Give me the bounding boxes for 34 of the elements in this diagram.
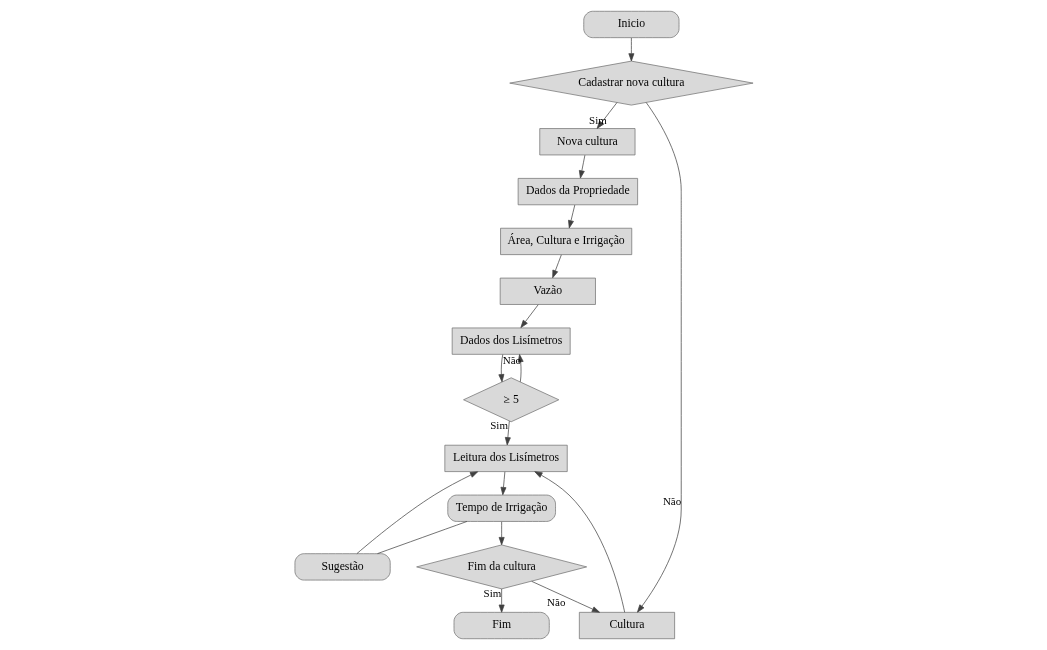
node-box: Tempo de Irrigação xyxy=(446,494,556,522)
arrow xyxy=(504,420,511,446)
node-box: Leitura dos Lisímetros xyxy=(443,444,568,472)
node-diamond: Cadastrar nova cultura xyxy=(508,60,753,106)
node-box: Dados dos Lisímetros xyxy=(451,327,571,355)
arrow xyxy=(497,354,504,383)
arrow xyxy=(578,154,585,179)
edge-label: Não xyxy=(502,354,521,367)
node-diamond: Fim da cultura xyxy=(415,544,587,590)
arrow xyxy=(567,204,575,229)
node-box: Cultura xyxy=(578,611,675,640)
connector xyxy=(376,521,467,554)
arrow xyxy=(596,102,617,129)
node-box: Fim xyxy=(453,611,550,640)
arrow xyxy=(636,102,682,613)
arrow xyxy=(500,471,506,496)
node-box: Vazão xyxy=(499,277,596,305)
node-box: Nova cultura xyxy=(538,128,635,156)
arrow xyxy=(551,254,562,279)
arrow xyxy=(627,37,634,62)
arrow xyxy=(498,521,505,546)
node-box: Sugestão xyxy=(294,553,391,581)
edge-label: Não xyxy=(662,495,681,508)
arrow xyxy=(533,471,625,613)
node-box: Dados da Propriedade xyxy=(517,178,638,206)
arrow xyxy=(520,304,539,328)
node-box: Área, Cultura e Irrigação xyxy=(499,227,632,255)
edge-label: Sim xyxy=(588,114,607,127)
edge-label: Não xyxy=(546,595,565,608)
arrow xyxy=(355,471,478,555)
arrow xyxy=(498,588,505,613)
node-box: Inicio xyxy=(582,10,679,39)
node-diamond: ≥ 5 xyxy=(462,377,559,423)
arrow xyxy=(530,580,600,613)
